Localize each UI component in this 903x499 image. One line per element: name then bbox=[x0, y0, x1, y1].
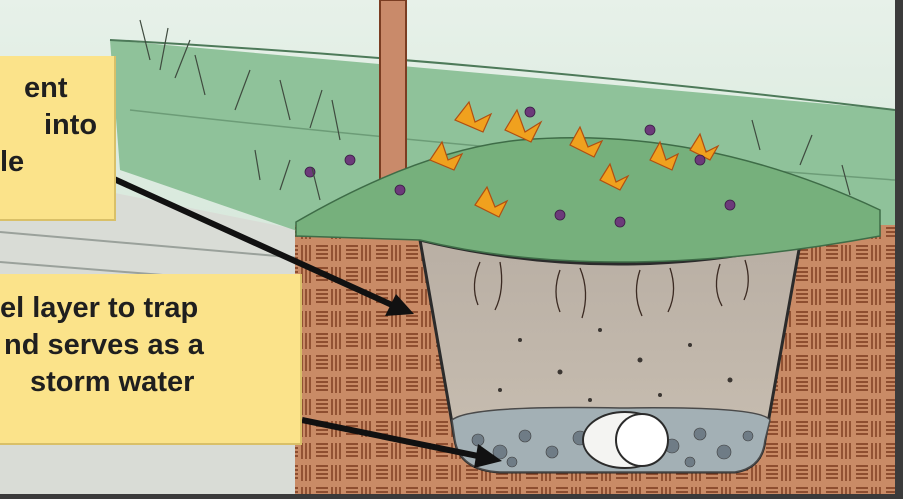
callout-bottom: el layer to trap nd serves as a storm wa… bbox=[0, 274, 302, 445]
callout-top-line-1: ent bbox=[24, 70, 114, 107]
callout-top-line-2: into bbox=[44, 107, 114, 144]
callout-top: ent into le bbox=[0, 56, 116, 221]
callout-bottom-line-3: storm water bbox=[30, 364, 300, 401]
callout-bottom-line-1: el layer to trap bbox=[0, 290, 300, 327]
callout-bottom-line-2: nd serves as a bbox=[4, 327, 300, 364]
callout-top-line-3: le bbox=[0, 144, 114, 181]
